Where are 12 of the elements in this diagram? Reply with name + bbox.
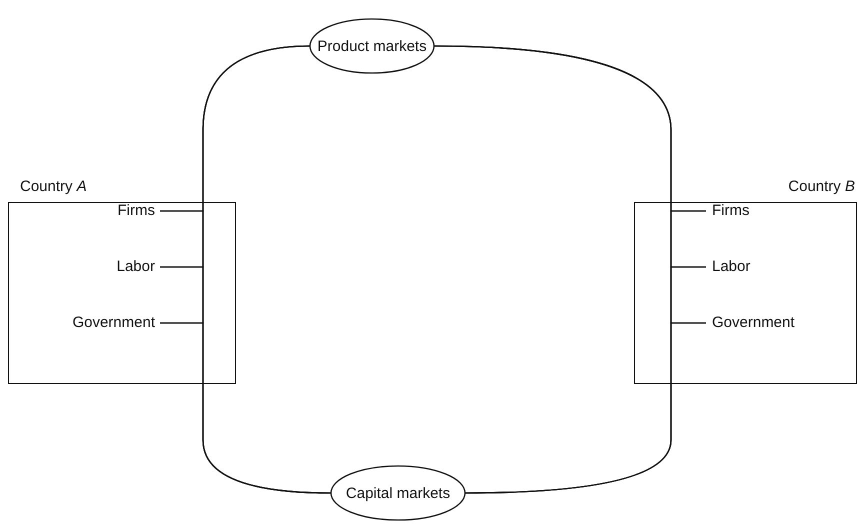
connector-line — [160, 322, 331, 494]
sector-label: Government — [72, 312, 155, 334]
connector-line — [465, 322, 706, 494]
market-ellipse: Capital markets — [330, 465, 466, 521]
country-label: Country A — [20, 177, 87, 197]
sector-label: Government — [712, 312, 795, 334]
country-label: Country B — [788, 177, 855, 197]
sector-label: Firms — [118, 200, 155, 222]
sector-label: Labor — [712, 256, 750, 278]
sector-label: Labor — [116, 256, 155, 278]
sector-label: Firms — [712, 200, 750, 222]
market-ellipse: Product markets — [309, 18, 435, 74]
